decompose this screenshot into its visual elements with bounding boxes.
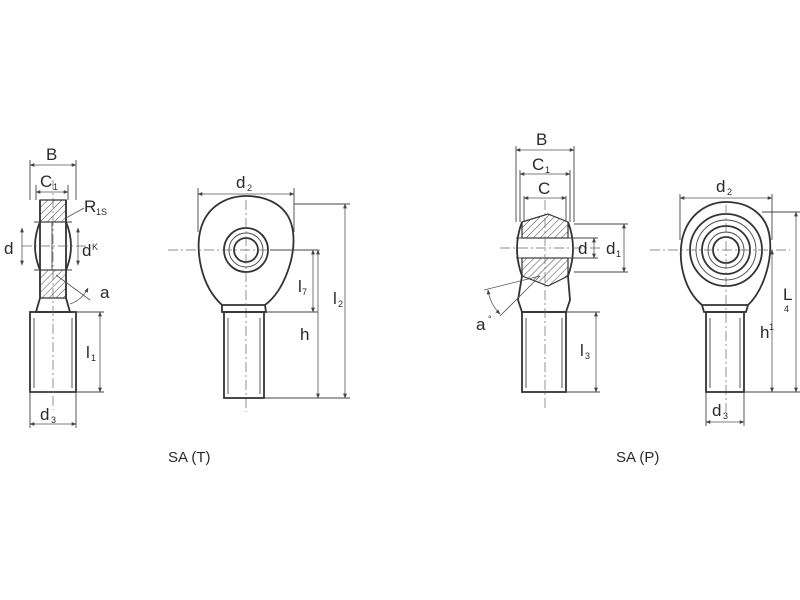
label-l1-sub: 1 [91,353,96,363]
label-r1s: R [84,197,96,216]
label-d2-left-sub: 2 [247,183,252,193]
label-h1: h [760,323,769,342]
label-d2-right-sub: 2 [727,187,732,197]
label-h1-sub: 1 [769,322,774,332]
label-a-left: a [100,283,110,302]
label-d3-left-sub: 3 [51,415,56,425]
label-l4: L [783,285,792,304]
label-r1s-sub: 1S [96,207,107,217]
label-c1-right-sub: 1 [545,165,550,175]
sa-p-front-view: d 2 h 1 L 4 d 3 SA (P) [616,177,800,466]
label-b-right: B [536,130,547,149]
label-dk: d [82,241,91,260]
caption-sa-t: SA (T) [168,449,211,466]
label-l2: l [333,289,337,308]
label-d1-right: d [606,239,615,258]
label-d2-right: d [716,177,725,196]
label-c1-right: C [532,155,544,174]
sa-t-front-view: d 2 l 7 h l 2 SA (T) [168,173,350,466]
label-l4-sub: 4 [784,304,789,314]
label-l3-sub: 3 [585,351,590,361]
label-l7-sub: 7 [302,287,307,297]
label-alpha-degree: ° [488,314,492,324]
label-alpha-right: a [476,315,486,334]
label-l7: l [298,277,302,296]
label-d3-right: d [712,401,721,420]
label-c-right: C [538,179,550,198]
label-d1-right-sub: 1 [616,249,621,259]
label-c1-left-sub: 1 [53,182,58,192]
label-d3-right-sub: 3 [723,411,728,421]
label-l2-sub: 2 [338,299,343,309]
label-d-right: d [578,239,587,258]
label-h: h [300,325,309,344]
label-l3: l [580,341,584,360]
label-dk-sub: K [92,242,98,252]
sa-p-section-view: B C 1 C d d 1 a ° l 3 [476,130,628,410]
caption-sa-p: SA (P) [616,449,659,466]
label-d2-left: d [236,173,245,192]
sa-t-section-view: B C 1 R 1S d d K a l 1 d 3 [4,145,110,428]
label-d3-left: d [40,405,49,424]
label-d-left: d [4,239,13,258]
label-b-left: B [46,145,57,164]
label-l1: l [86,343,90,362]
label-c1-left: C [40,172,52,191]
